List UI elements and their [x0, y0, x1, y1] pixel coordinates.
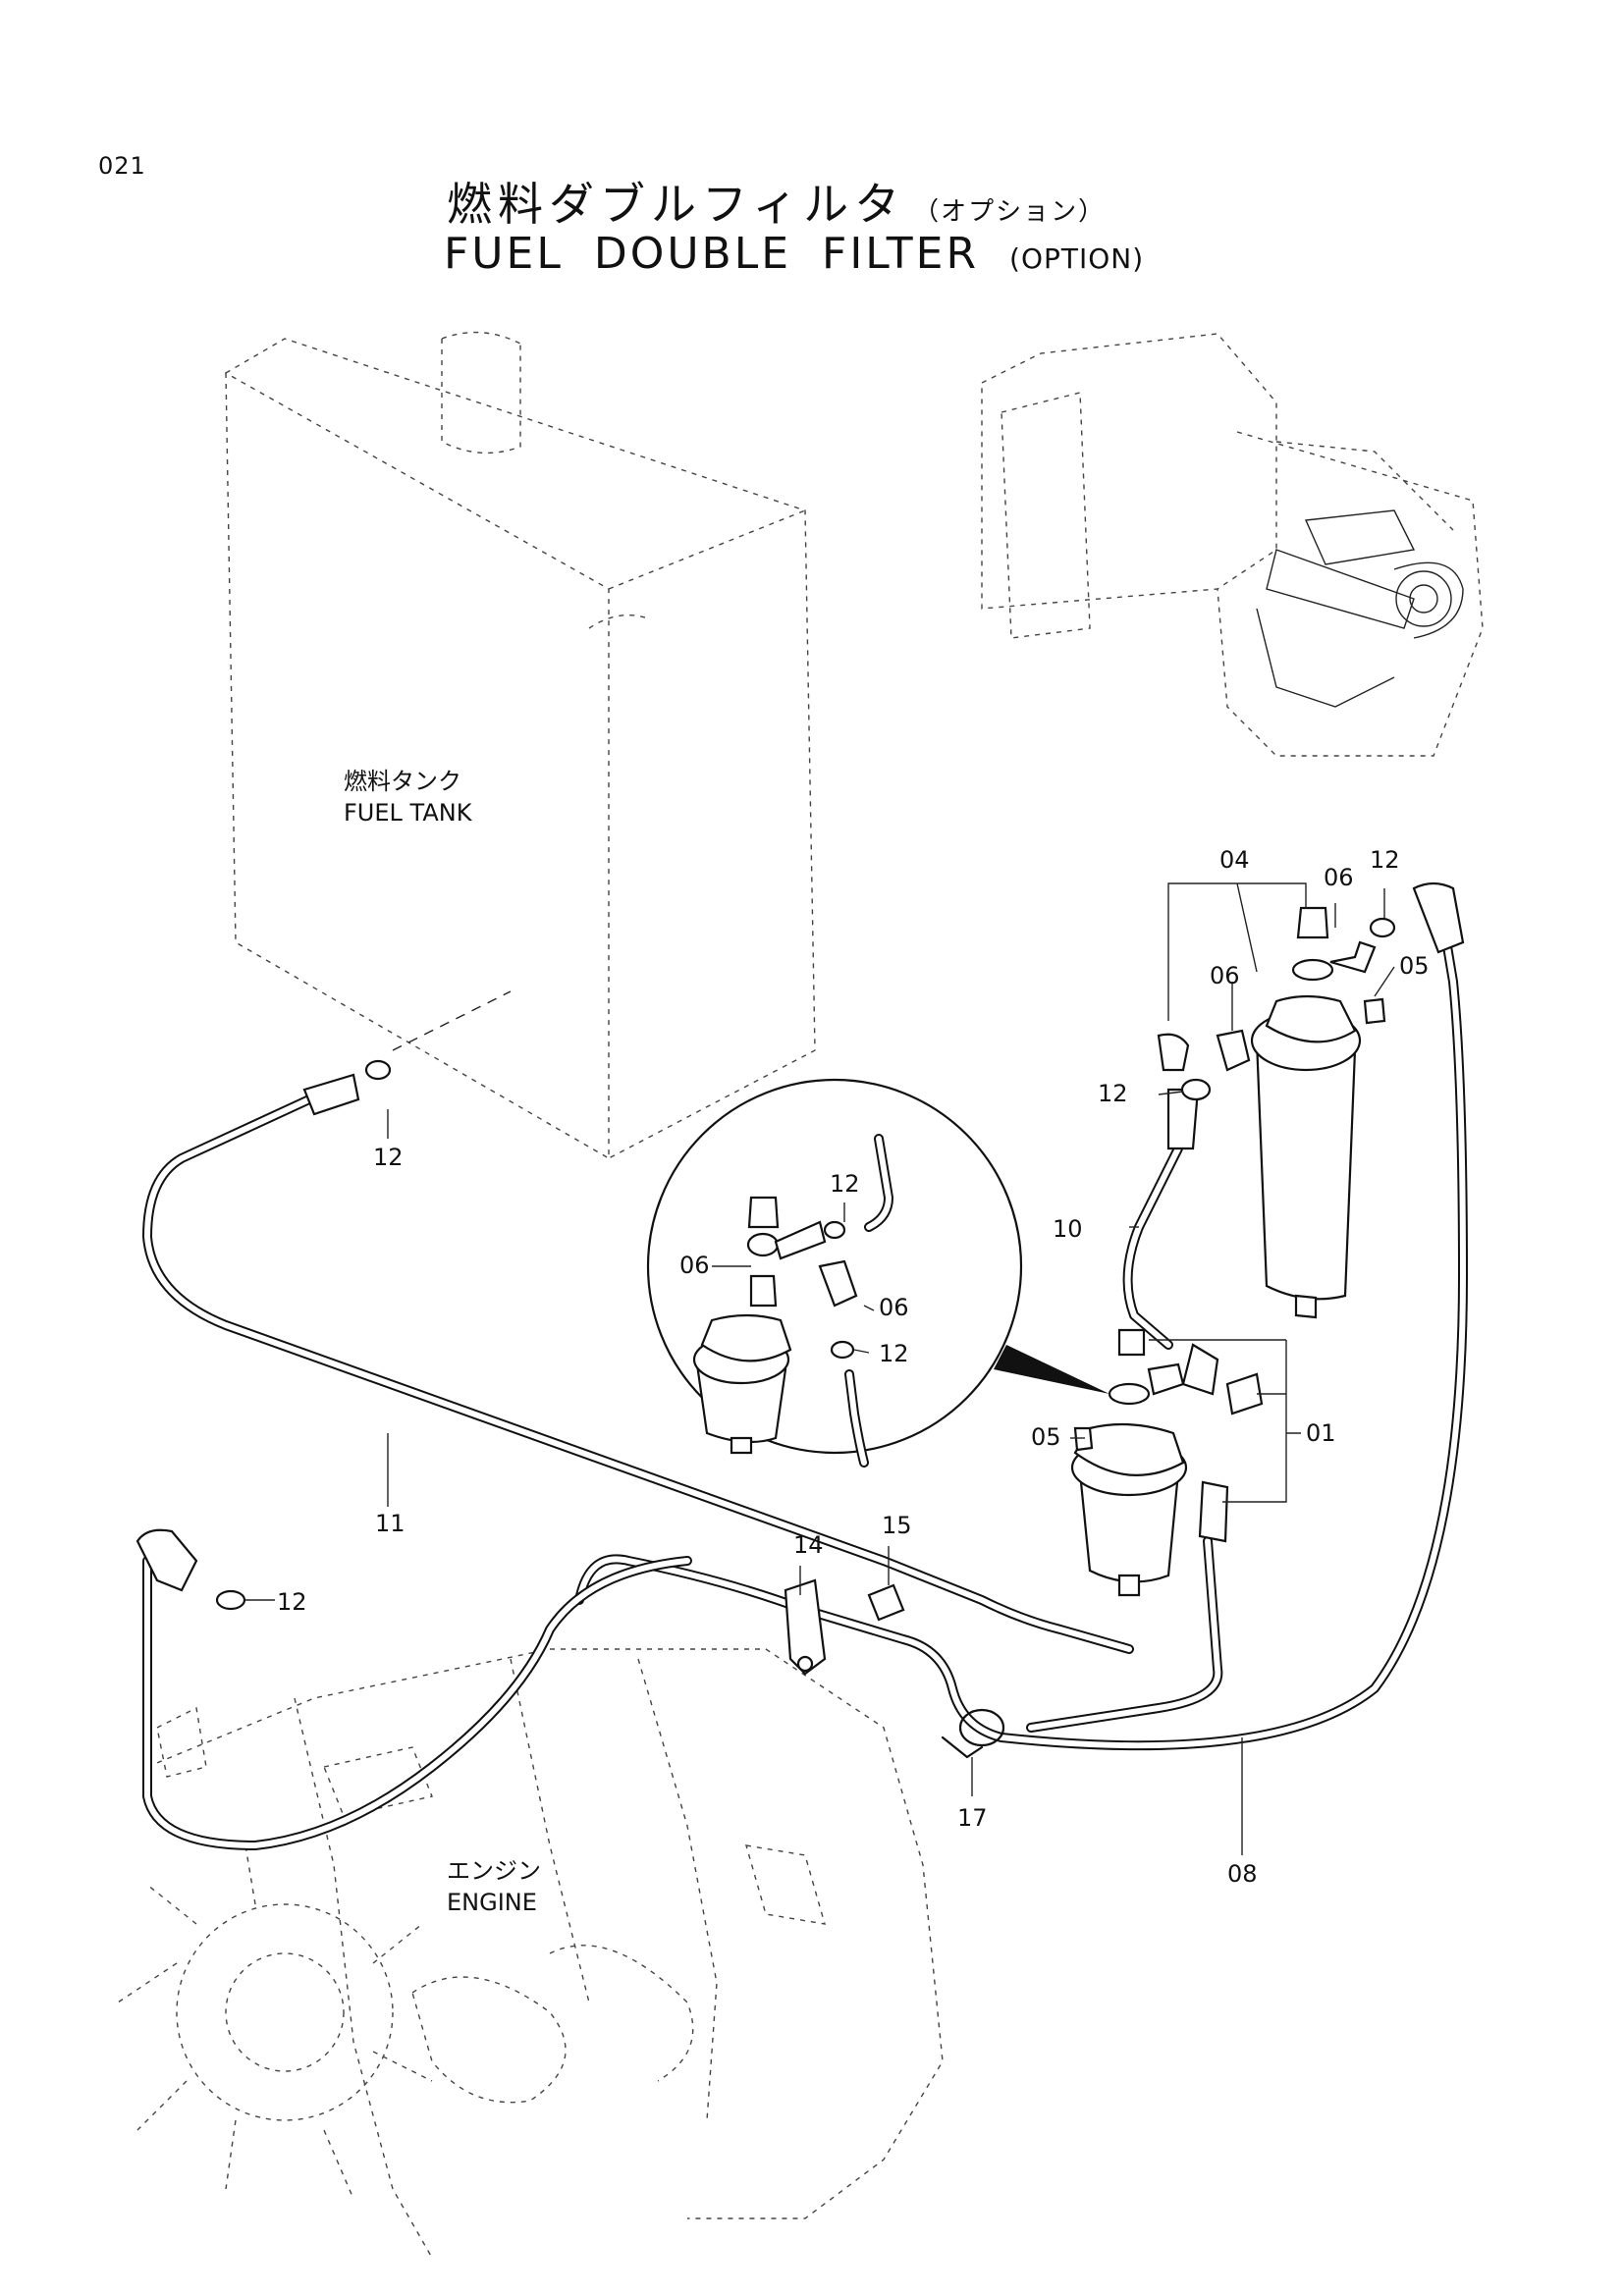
callout-17: 17: [957, 1804, 988, 1832]
fuel-line-engine: [142, 1536, 1223, 1850]
callout-05-top: 05: [1399, 952, 1430, 980]
fuel-line-08: [574, 918, 1468, 1751]
callout-06-top: 06: [1324, 864, 1354, 891]
page-title-japanese: 燃料ダブルフィルタ（オプション）: [447, 169, 1106, 234]
fuel-tank-label-en: FUEL TANK: [344, 799, 472, 827]
callout-06-detail-right: 06: [879, 1294, 909, 1321]
fuel-tank-label: 燃料タンク FUEL TANK: [344, 766, 471, 828]
engine-outline: [117, 1648, 944, 2259]
page-number: 021: [98, 152, 146, 180]
machine-overview-sketch: [981, 333, 1484, 757]
title-jp-main: 燃料ダブルフィルタ: [447, 178, 906, 231]
title-jp-sub: （オプション）: [913, 197, 1107, 227]
callout-01: 01: [1306, 1419, 1336, 1447]
callout-12-tank: 12: [373, 1144, 404, 1171]
small-parts: [215, 906, 1396, 1611]
callout-05-lower: 05: [1031, 1423, 1061, 1451]
callout-10: 10: [1053, 1215, 1083, 1243]
detail-view: [646, 1078, 1109, 1468]
page-title-english: FUEL DOUBLE FILTER (OPTION): [444, 229, 1144, 279]
leader-lines: [245, 882, 1395, 1855]
fuel-tank-label-jp: 燃料タンク: [344, 768, 461, 795]
title-en-sub: (OPTION): [1009, 242, 1145, 275]
callout-12-detail: 12: [830, 1170, 860, 1198]
callout-12-top: 12: [1370, 846, 1400, 874]
engine-label-jp: エンジン: [447, 1857, 541, 1885]
fuel-tank-outline: [225, 331, 816, 1160]
callout-15: 15: [882, 1512, 912, 1539]
engine-label: エンジン ENGINE: [447, 1855, 541, 1918]
callout-04: 04: [1219, 846, 1250, 874]
fuel-line-11: [142, 1095, 1134, 1654]
filter-lower: [1070, 1422, 1188, 1597]
fuel-line-10: [1122, 1144, 1183, 1350]
callout-12-engine: 12: [277, 1588, 307, 1616]
callout-14: 14: [793, 1531, 824, 1559]
callout-06-mid: 06: [1210, 962, 1240, 989]
callout-06-detail-left: 06: [679, 1252, 710, 1279]
clamps-and-bolts: [784, 1578, 1005, 1759]
callout-12-detail-lower: 12: [879, 1340, 909, 1367]
callout-12-mid: 12: [1098, 1080, 1128, 1107]
callout-08: 08: [1227, 1860, 1258, 1888]
filter-upper: [1250, 994, 1362, 1319]
title-en-main: FUEL DOUBLE FILTER: [444, 229, 980, 279]
engine-label-en: ENGINE: [447, 1889, 537, 1916]
callout-11: 11: [375, 1510, 406, 1537]
